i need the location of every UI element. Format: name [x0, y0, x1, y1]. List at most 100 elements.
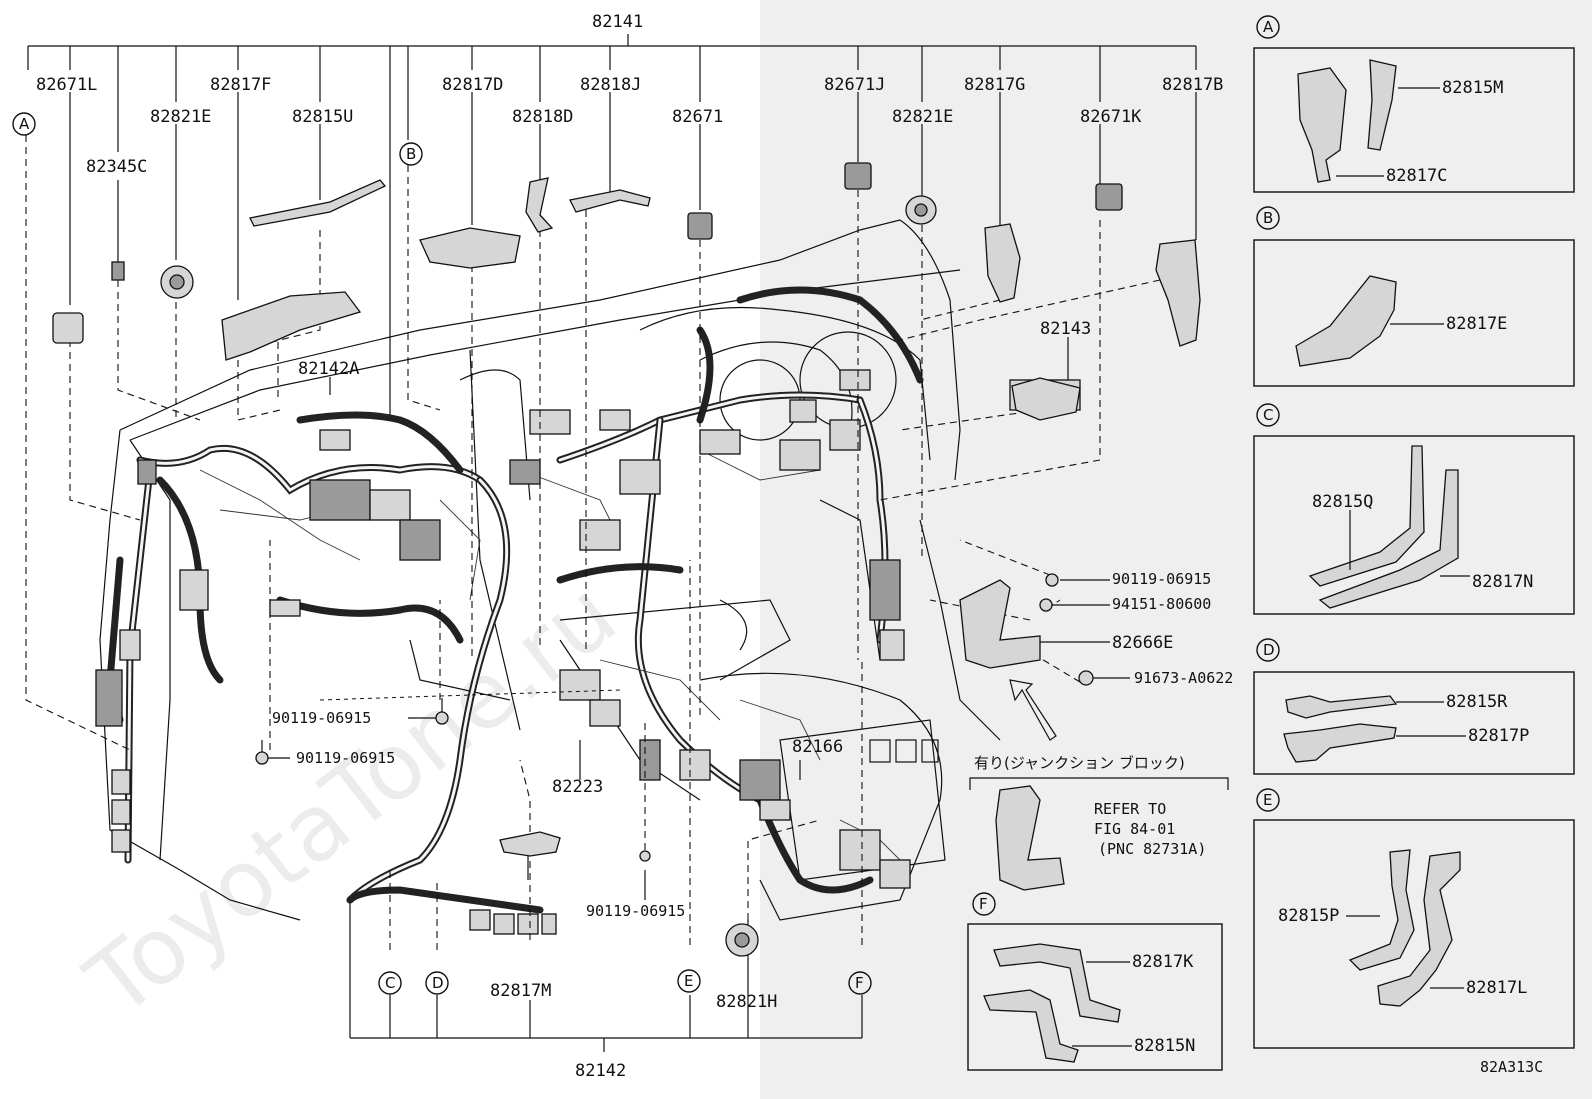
inset-D: D 82815R 82817P: [1253, 638, 1575, 775]
direction-arrow-icon: [1009, 679, 1057, 741]
label-82666E: 82666E: [1112, 633, 1173, 653]
part-82817M-shape: [499, 831, 561, 857]
label-82817B: 82817B: [1162, 75, 1223, 95]
ref-circle-B: B: [406, 145, 416, 163]
label-82345C: 82345C: [86, 157, 147, 177]
inset-B: B 82817E: [1253, 206, 1575, 387]
part-82818D-shape: [525, 177, 554, 233]
label-82821E-right: 82821E: [892, 107, 953, 127]
label-82671L: 82671L: [36, 75, 97, 95]
part-82143-shape: [1011, 377, 1081, 421]
circle-reference-markers: A B C D E F: [12, 112, 872, 995]
label-94151-80600: 94151-80600: [1112, 595, 1211, 613]
inset-A-label-82817C: 82817C: [1386, 166, 1447, 186]
watermark-text: ToyotaTone.ru: [67, 561, 636, 1038]
label-82821H: 82821H: [716, 992, 777, 1012]
part-82345C-shape: [111, 261, 125, 281]
inset-F-ref: F: [979, 895, 988, 913]
part-82815U-shape: [249, 179, 387, 227]
assembly-label-82142: 82142: [575, 1061, 626, 1081]
inset-E-label-82817L: 82817L: [1466, 978, 1527, 998]
label-82817M: 82817M: [490, 981, 551, 1001]
label-82143: 82143: [1040, 319, 1091, 339]
label-82817F: 82817F: [210, 75, 271, 95]
dashed-leader-lines: [25, 135, 1161, 950]
part-82817G-shape: [984, 223, 1021, 303]
ref-circle-F: F: [855, 974, 864, 992]
exploded-parts: [52, 162, 1201, 957]
inset-C-ref: C: [1263, 406, 1273, 424]
label-82821E-left: 82821E: [150, 107, 211, 127]
solid-leader-lines: [69, 92, 1197, 900]
label-90119-06915-c: 90119-06915: [586, 902, 685, 920]
label-82671: 82671: [672, 107, 723, 127]
label-82818D: 82818D: [512, 107, 573, 127]
label-90119-06915-b: 90119-06915: [296, 749, 395, 767]
part-82671J-shape: [844, 162, 872, 190]
junction-note-title: 有り(ジャンクション ブロック): [974, 754, 1185, 772]
inset-B-label-82817E: 82817E: [1446, 314, 1507, 334]
part-82817F-shape: [221, 291, 362, 361]
inset-B-ref: B: [1263, 209, 1273, 227]
inset-C-label-82815Q: 82815Q: [1312, 492, 1373, 512]
inset-D-part-82815R-shape: [1285, 695, 1398, 719]
bottom-assembly-bracket: [349, 900, 863, 1052]
inset-C-part-82815Q-shape: [1308, 445, 1425, 587]
inset-D-ref: D: [1263, 641, 1275, 659]
inset-B-part-82817E-shape: [1295, 275, 1397, 367]
label-91673-A0622: 91673-A0622: [1134, 669, 1233, 687]
inset-A-part-82815M-shape: [1367, 59, 1397, 151]
label-82818J: 82818J: [580, 75, 641, 95]
label-82671J: 82671J: [824, 75, 885, 95]
inset-A: A 82815M 82817C: [1253, 15, 1575, 193]
inset-F-label-82815N: 82815N: [1134, 1036, 1195, 1056]
inset-E-part-82815P-shape: [1348, 849, 1415, 971]
inset-C-label-82817N: 82817N: [1472, 572, 1533, 592]
label-82223: 82223: [552, 777, 603, 797]
label-82815U: 82815U: [292, 107, 353, 127]
label-90119-06915-d: 90119-06915: [1112, 570, 1211, 588]
inset-E-part-82817L-shape: [1377, 851, 1461, 1007]
inset-D-label-82815R: 82815R: [1446, 692, 1508, 712]
part-82671L-shape: [52, 312, 84, 344]
part-82818J-shape: [569, 189, 651, 213]
figure-code: 82A313C: [1480, 1058, 1543, 1076]
inset-D-part-82817P-shape: [1283, 723, 1397, 763]
junction-note-line3: (PNC 82731A): [1098, 840, 1206, 858]
ref-circle-E: E: [684, 972, 693, 990]
part-82671K-shape: [1095, 183, 1123, 211]
label-82817G: 82817G: [964, 75, 1025, 95]
inset-F-part-82817K-shape: [993, 943, 1121, 1023]
label-90119-06915-a: 90119-06915: [272, 709, 371, 727]
label-82142A: 82142A: [298, 359, 359, 379]
inset-F-label-82817K: 82817K: [1132, 952, 1194, 972]
inset-D-label-82817P: 82817P: [1468, 726, 1529, 746]
inset-F-part-82815N-shape: [983, 989, 1079, 1063]
part-82817D-shape: [419, 227, 521, 269]
label-82166: 82166: [792, 737, 843, 757]
ref-circle-A: A: [19, 115, 30, 133]
label-82671K: 82671K: [1080, 107, 1142, 127]
inset-E-ref: E: [1263, 791, 1272, 809]
inset-A-label-82815M: 82815M: [1442, 78, 1503, 98]
ref-circle-C: C: [385, 974, 395, 992]
junction-note-line1: REFER TO: [1094, 800, 1166, 818]
ref-circle-D: D: [432, 974, 444, 992]
inset-C-part-82817N-shape: [1318, 469, 1459, 609]
inset-F: F 82817K 82815N: [967, 892, 1223, 1071]
wire-harness: [106, 286, 924, 914]
inset-E: E 82815P 82817L: [1253, 788, 1575, 1049]
main-part-labels: 82671L 82345C 82821E 82817F 82815U 82817…: [36, 75, 1233, 1012]
inset-C: C 82815Q 82817N: [1253, 403, 1575, 615]
inset-A-part-82817C-shape: [1297, 67, 1347, 183]
junction-note-line2: FIG 84-01: [1094, 820, 1175, 838]
top-assembly-bracket: [27, 34, 1197, 420]
harness-connectors: [95, 369, 1081, 935]
part-82666E-shape: [959, 579, 1041, 669]
inset-A-ref: A: [1263, 18, 1274, 36]
junction-block-shape: [995, 785, 1065, 891]
assembly-label-82141: 82141: [592, 12, 643, 32]
label-82817D: 82817D: [442, 75, 503, 95]
